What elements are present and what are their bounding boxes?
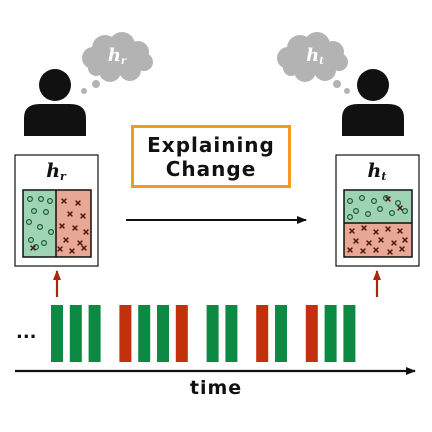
thought-cloud-icon <box>277 32 350 94</box>
red-bar <box>175 305 188 362</box>
circle-point <box>47 229 54 236</box>
cross-point <box>83 229 89 235</box>
time-axis-label: time <box>189 377 243 399</box>
circle-point <box>353 208 360 215</box>
green-bar <box>138 305 151 362</box>
person-icon <box>342 69 404 136</box>
green-bar <box>275 305 287 362</box>
circle-point <box>389 210 396 217</box>
red-bar <box>305 305 318 362</box>
thought-cloud-icon <box>81 32 153 94</box>
target-hypothesis-label: ht <box>367 160 387 183</box>
circle-point <box>31 208 38 215</box>
circle-point <box>36 224 43 231</box>
cross-point <box>75 200 81 206</box>
circle-point <box>26 219 33 226</box>
circle-point <box>27 196 34 203</box>
red-bar <box>119 305 132 362</box>
cross-point <box>397 205 403 211</box>
circle-point <box>37 196 44 203</box>
cross-point <box>81 245 87 251</box>
green-bar <box>51 305 63 362</box>
circle-point <box>40 240 47 247</box>
green-bar <box>88 305 101 362</box>
target-thought-label: ht <box>306 45 324 67</box>
cross-point <box>402 237 408 243</box>
green-bar <box>206 305 219 362</box>
target-data-points <box>347 195 409 255</box>
cross-point <box>373 229 379 235</box>
circle-point <box>359 195 366 202</box>
cross-point <box>385 226 391 232</box>
circle-point <box>402 208 409 215</box>
cross-point <box>366 240 372 246</box>
green-bar <box>157 305 169 362</box>
cross-point <box>391 240 397 246</box>
cross-point <box>61 198 67 204</box>
cross-point <box>349 228 355 234</box>
circle-point <box>365 211 372 218</box>
cross-point <box>385 196 391 202</box>
circle-point <box>371 198 378 205</box>
circle-point <box>28 237 35 244</box>
cross-point <box>373 247 379 253</box>
circle-point <box>347 214 354 221</box>
red-bar <box>256 305 269 362</box>
reference-data-points <box>26 196 89 254</box>
cross-point <box>57 246 63 252</box>
cross-point <box>387 249 393 255</box>
cross-point <box>360 248 366 254</box>
title-line-1: Explaining <box>147 132 275 157</box>
green-bar <box>69 305 82 362</box>
circle-point <box>46 198 53 205</box>
cross-point <box>77 240 83 246</box>
cross-point <box>347 247 353 253</box>
green-bar <box>343 305 356 362</box>
person-icon <box>24 69 86 136</box>
cross-point <box>361 225 367 231</box>
circle-point <box>347 198 354 205</box>
circle-point <box>42 209 49 216</box>
circle-point <box>377 206 384 213</box>
green-bar <box>324 305 337 362</box>
cross-point <box>63 237 69 243</box>
stream-ellipsis: ... <box>16 322 37 343</box>
green-bar <box>225 305 238 362</box>
cross-point <box>378 237 384 243</box>
cross-point <box>67 211 73 217</box>
cross-point <box>69 248 75 254</box>
title-line-2: Change <box>165 156 257 181</box>
cross-point <box>59 223 65 229</box>
reference-thought-label: hr <box>107 45 127 67</box>
cross-point <box>80 213 86 219</box>
title-box: Explaining Change <box>131 125 291 188</box>
cross-point <box>30 245 36 251</box>
cross-point <box>397 228 403 234</box>
cross-point <box>399 246 405 252</box>
target-hypothesis-partition <box>343 189 413 258</box>
cross-point <box>353 238 359 244</box>
data-stream <box>51 305 356 362</box>
cross-point <box>72 225 78 231</box>
reference-hypothesis-label: hr <box>46 160 66 183</box>
